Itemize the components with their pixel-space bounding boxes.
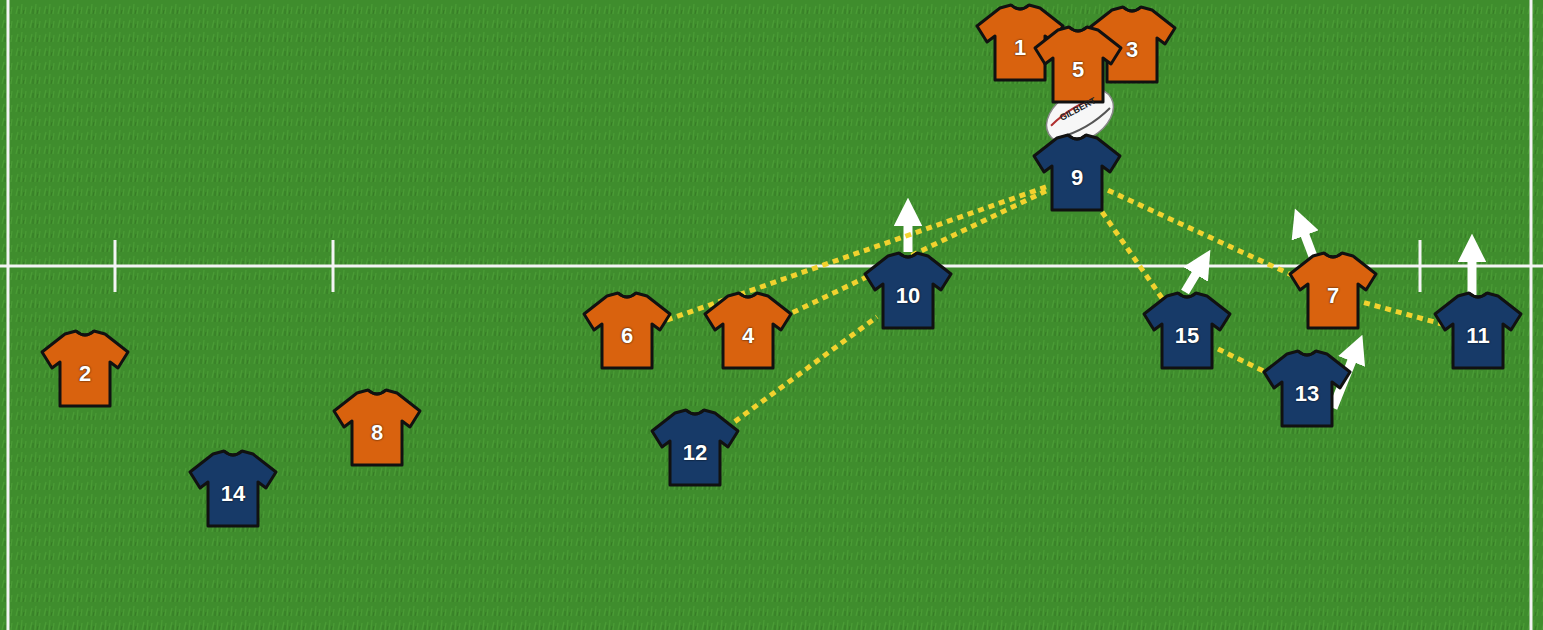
shirt-number: 4 xyxy=(703,290,793,349)
shirt-number: 5 xyxy=(1033,24,1123,83)
shirt-number: 10 xyxy=(863,250,953,309)
shirt-number: 9 xyxy=(1032,132,1122,191)
shirt-number: 15 xyxy=(1142,290,1232,349)
pass-line xyxy=(1108,190,1302,279)
shirt-number: 11 xyxy=(1433,290,1523,349)
player-shirt: 12 xyxy=(650,407,740,487)
player-shirt: 11 xyxy=(1433,290,1523,370)
player-shirt: 8 xyxy=(332,387,422,467)
player-shirt: 4 xyxy=(703,290,793,370)
shirt-number: 13 xyxy=(1262,348,1352,407)
shirt-number: 8 xyxy=(332,387,422,446)
player-shirt: 2 xyxy=(40,328,130,408)
shirt-number: 14 xyxy=(188,448,278,507)
player-shirt: 10 xyxy=(863,250,953,330)
player-shirt: 15 xyxy=(1142,290,1232,370)
player-shirt: 9 xyxy=(1032,132,1122,212)
run-arrows xyxy=(908,212,1472,408)
shirt-number: 7 xyxy=(1288,250,1378,309)
player-shirt: 14 xyxy=(188,448,278,528)
pass-line xyxy=(658,187,1046,323)
pass-line xyxy=(1102,212,1162,298)
player-shirt: 13 xyxy=(1262,348,1352,428)
player-shirt: 7 xyxy=(1288,250,1378,330)
shirt-number: 2 xyxy=(40,328,130,387)
shirt-number: 6 xyxy=(582,290,672,349)
player-shirt: 5 xyxy=(1033,24,1123,104)
player-shirt: 6 xyxy=(582,290,672,370)
shirt-number: 12 xyxy=(650,407,740,466)
pass-line xyxy=(779,191,1046,319)
